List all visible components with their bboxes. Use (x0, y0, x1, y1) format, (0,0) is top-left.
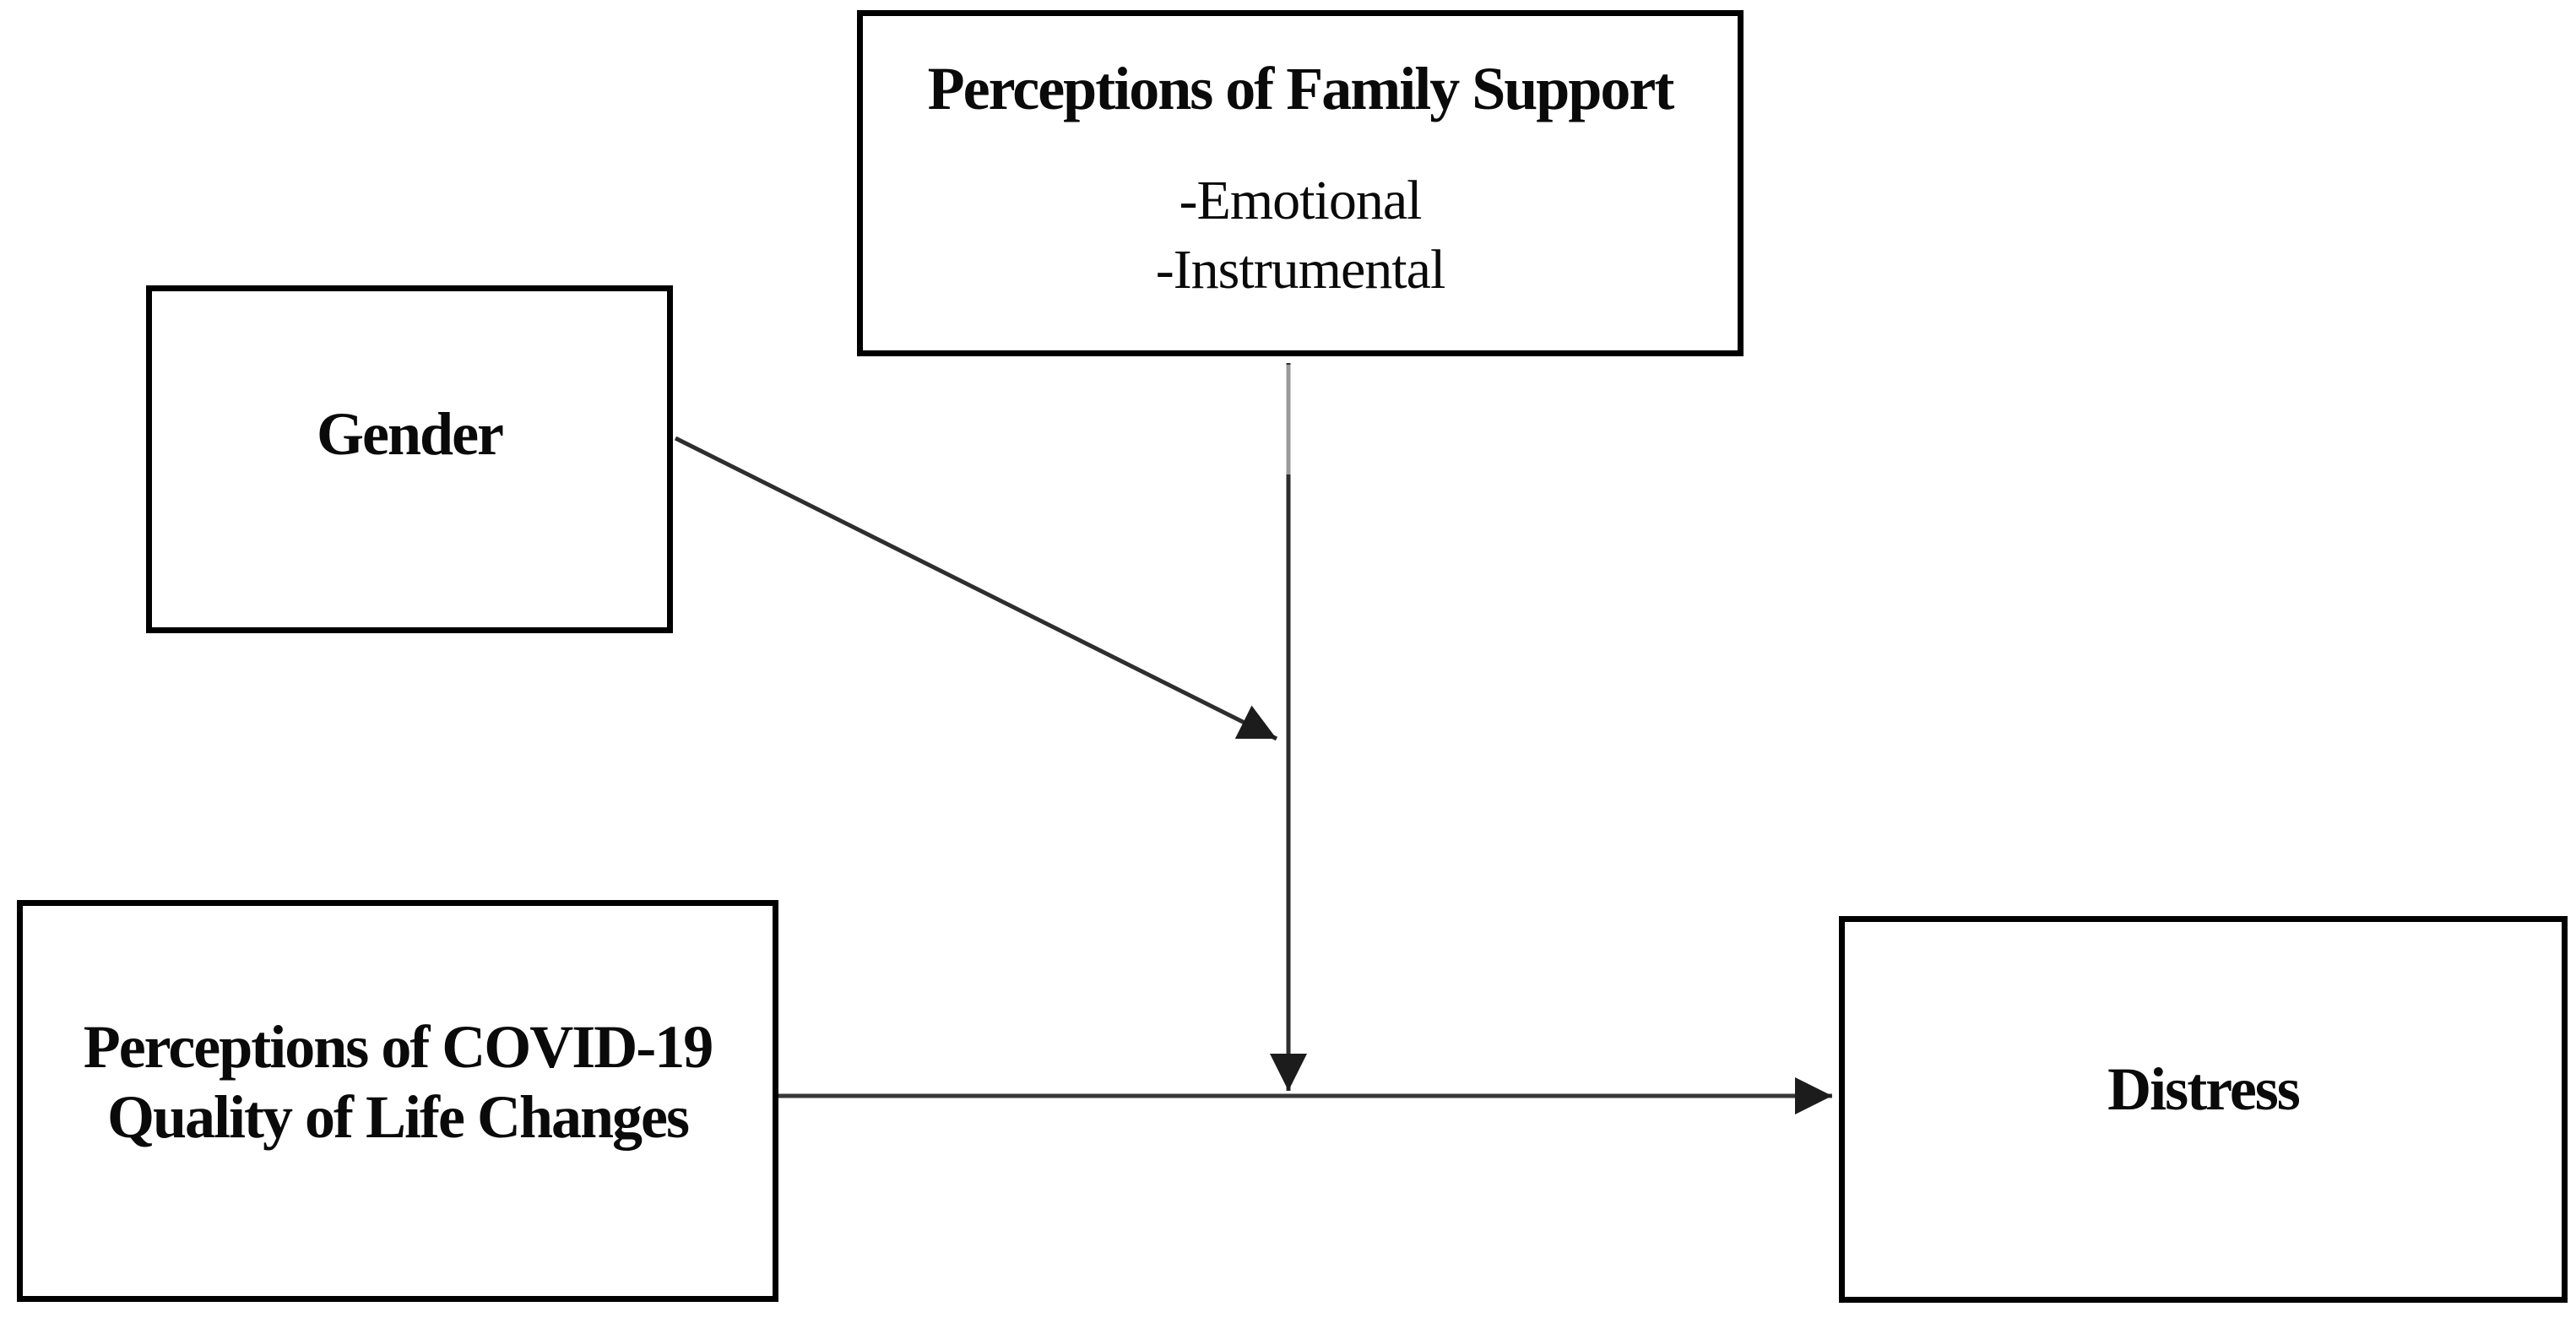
family-support-item-emotional: -Emotional (1179, 169, 1423, 231)
arrow-gender-to-moderation-path (674, 436, 1278, 741)
covid-qol-title-line1: Perceptions of COVID-19 (83, 1012, 714, 1081)
distress-title: Distress (2107, 1055, 2301, 1123)
covid-qol-title-line2: Quality of Life Changes (106, 1082, 690, 1151)
node-gender: Gender (146, 285, 673, 633)
node-distress: Distress (1839, 916, 2568, 1303)
family-support-title: Perceptions of Family Support (927, 55, 1675, 123)
family-support-items: -Emotional -Instrumental (1155, 166, 1446, 306)
node-family-support: Perceptions of Family Support -Emotional… (857, 10, 1744, 356)
family-support-item-instrumental: -Instrumental (1155, 239, 1446, 301)
gender-title: Gender (317, 399, 504, 468)
node-covid-qol: Perceptions of COVID-19 Quality of Life … (17, 900, 778, 1302)
